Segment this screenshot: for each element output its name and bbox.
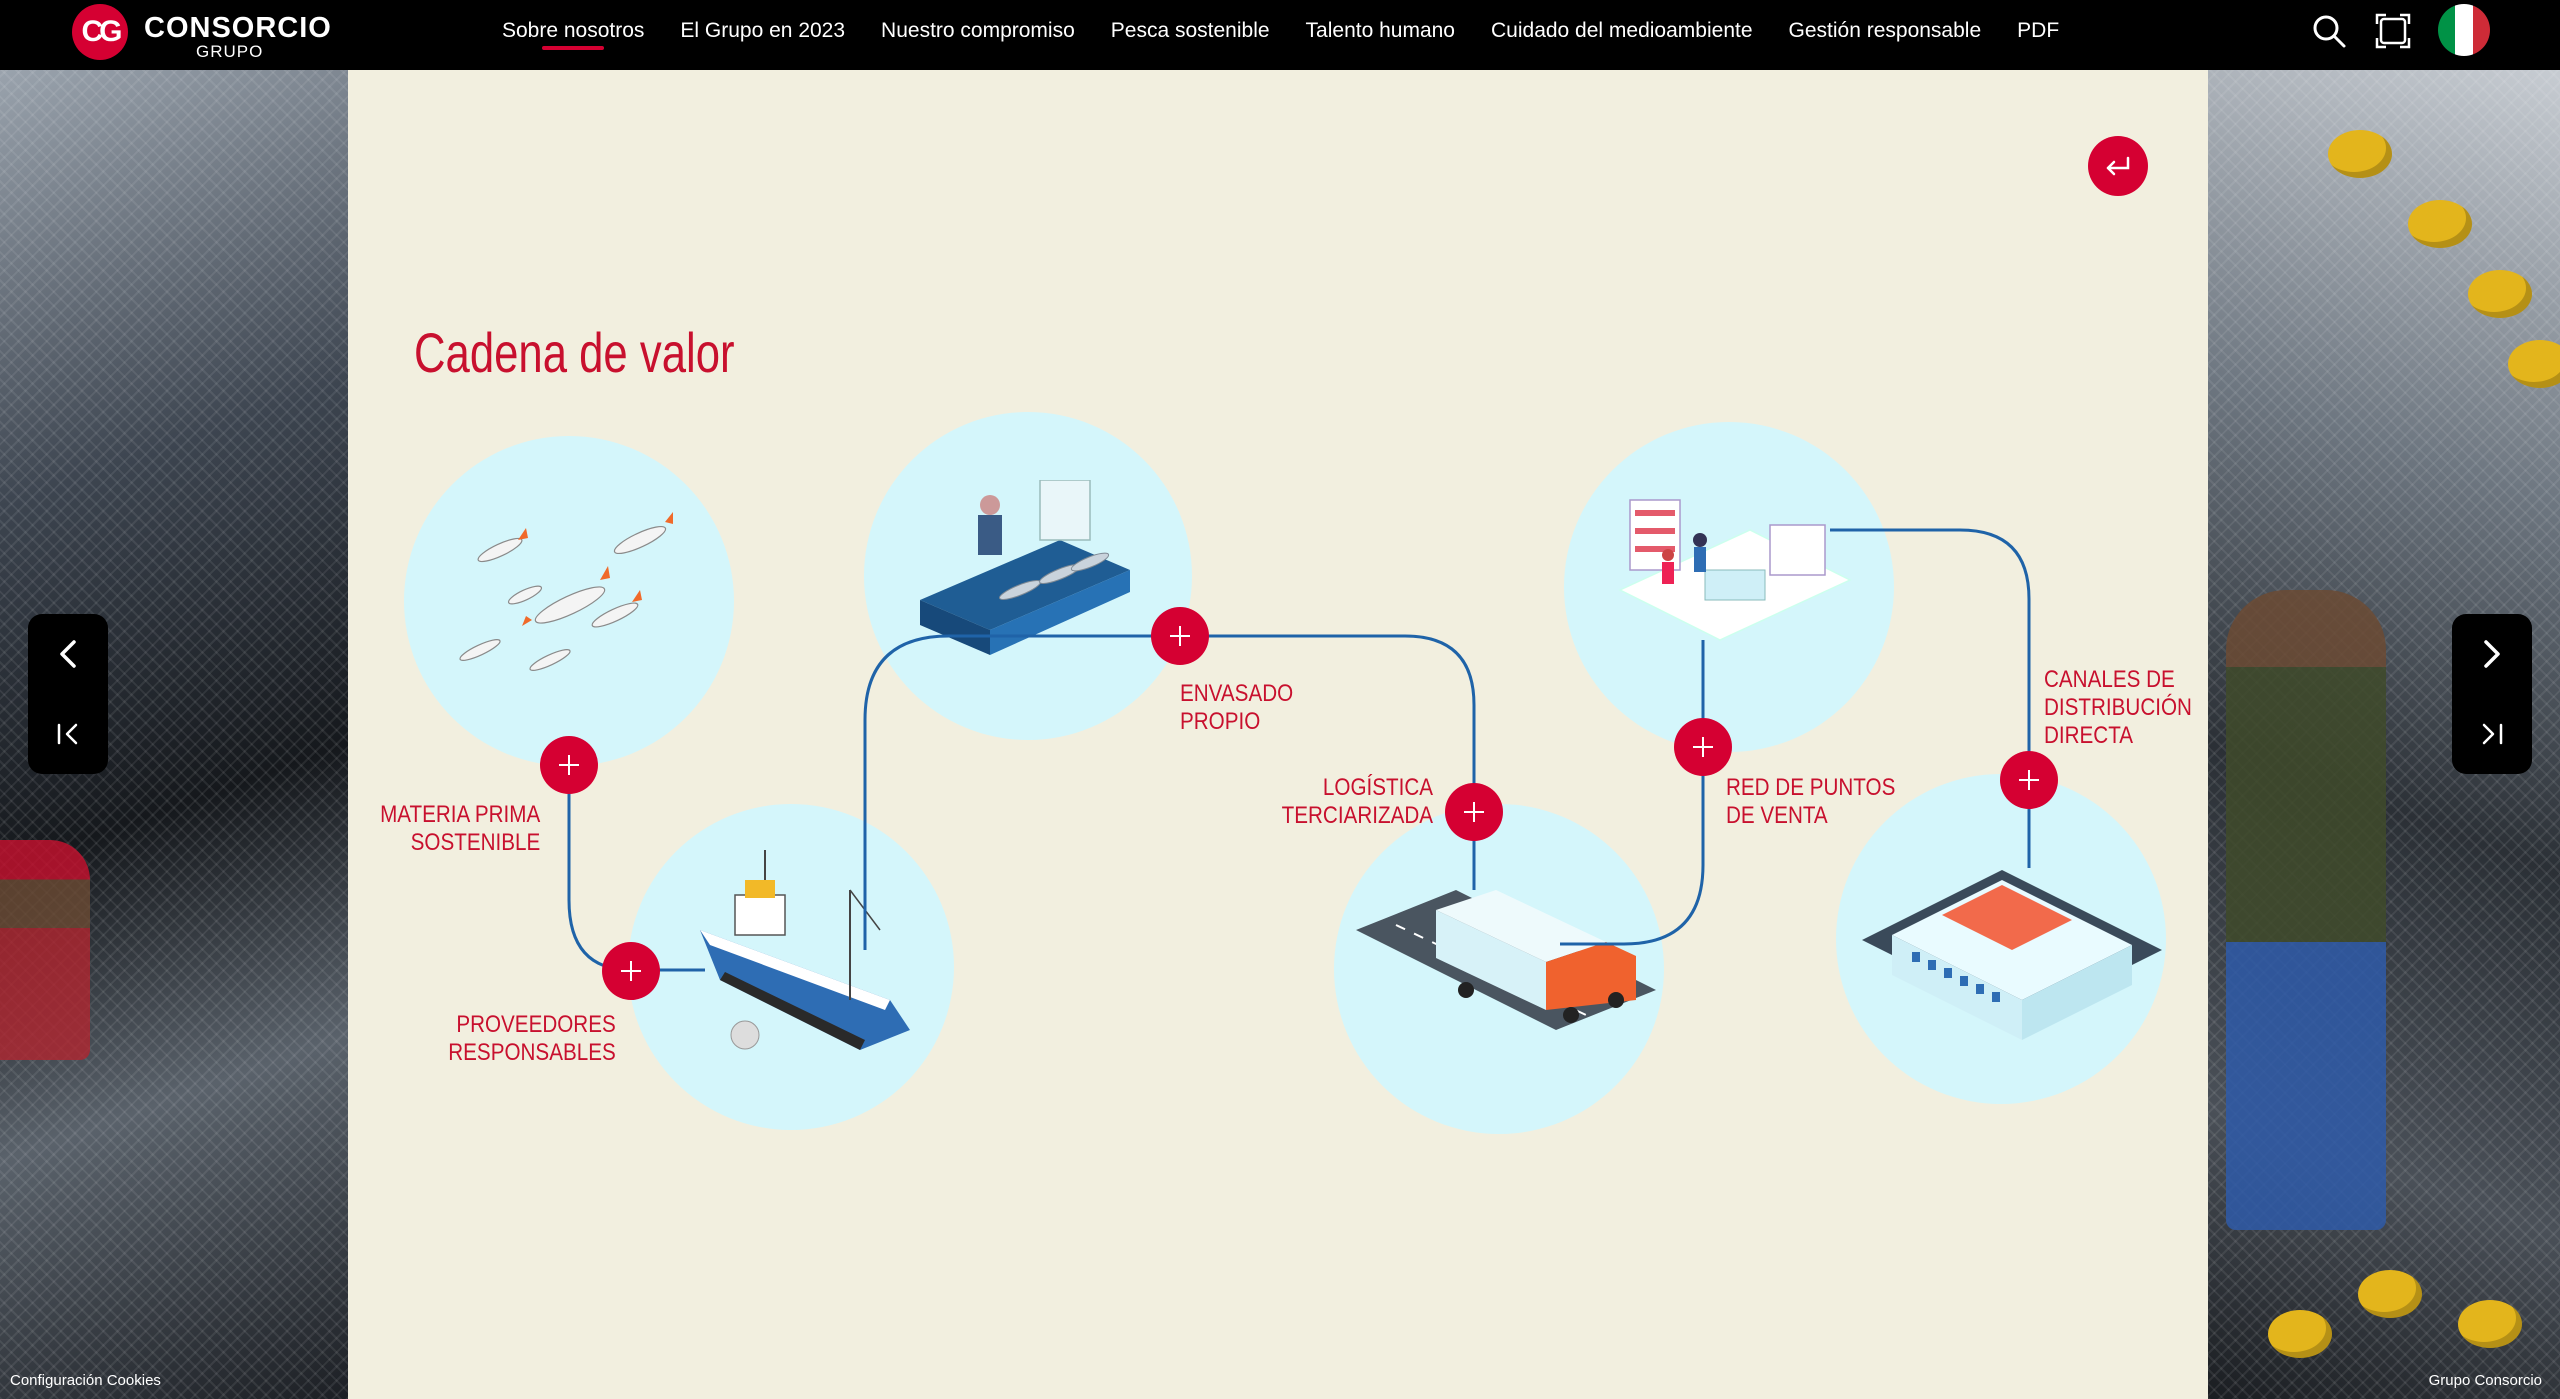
left-nav-controls bbox=[28, 614, 108, 774]
nav-gestion-responsable[interactable]: Gestión responsable bbox=[1788, 19, 1982, 42]
next-page-button[interactable] bbox=[2452, 614, 2532, 694]
search-icon[interactable] bbox=[2308, 10, 2350, 52]
logo-mark: CG bbox=[72, 4, 128, 60]
nav-talento-humano[interactable]: Talento humano bbox=[1305, 19, 1455, 42]
previous-page-button[interactable] bbox=[28, 614, 108, 694]
nav-cuidado-medioambiente[interactable]: Cuidado del medioambiente bbox=[1491, 19, 1753, 42]
retail-store-illustration bbox=[1618, 499, 1852, 641]
skip-to-start-icon bbox=[57, 723, 78, 745]
label-red-puntos: RED DE PUNTOS DE VENTA bbox=[1726, 774, 1895, 830]
label-line: DIRECTA bbox=[2044, 722, 2134, 749]
logo-name: CONSORCIO bbox=[144, 12, 332, 44]
label-line: ENVASADO bbox=[1180, 680, 1294, 707]
top-navigation-bar: CG CONSORCIO GRUPO Sobre nosotros El Gru… bbox=[0, 0, 2560, 70]
plus-button-red-puntos[interactable] bbox=[1674, 718, 1732, 776]
label-line: TERCIARIZADA bbox=[1281, 802, 1433, 829]
label-line: LOGÍSTICA bbox=[1322, 774, 1433, 801]
background-photo-left bbox=[0, 70, 348, 1399]
label-envasado: ENVASADO PROPIO bbox=[1180, 680, 1293, 736]
logo-subtitle: GRUPO bbox=[196, 42, 264, 61]
nav-sobre-nosotros[interactable]: Sobre nosotros bbox=[502, 0, 644, 62]
nav-nuestro-compromiso[interactable]: Nuestro compromiso bbox=[881, 19, 1075, 42]
label-line: CANALES DE bbox=[2044, 666, 2175, 693]
label-line: RED DE PUNTOS bbox=[1726, 774, 1896, 801]
cookie-settings-link[interactable]: Configuración Cookies bbox=[10, 1372, 161, 1389]
label-canales: CANALES DE DISTRIBUCIÓN DIRECTA bbox=[2044, 666, 2192, 750]
fish-processing-illustration bbox=[920, 480, 1130, 655]
label-line: PROPIO bbox=[1180, 708, 1261, 735]
skip-to-end-icon bbox=[2482, 723, 2503, 745]
grupo-consorcio-logo[interactable]: CG CONSORCIO GRUPO bbox=[72, 4, 332, 62]
first-page-button[interactable] bbox=[28, 694, 108, 774]
plus-button-proveedores[interactable] bbox=[602, 942, 660, 1000]
label-line: DE VENTA bbox=[1726, 802, 1828, 829]
label-line: RESPONSABLES bbox=[448, 1039, 616, 1066]
nav-pdf[interactable]: PDF bbox=[2017, 19, 2060, 42]
truck-logistics-illustration bbox=[1356, 890, 1656, 1030]
italy-flag-icon[interactable] bbox=[2438, 4, 2490, 56]
label-proveedores: PROVEEDORES RESPONSABLES bbox=[449, 1011, 616, 1067]
footer-brand: Grupo Consorcio bbox=[2428, 1372, 2542, 1389]
fullscreen-icon[interactable] bbox=[2372, 10, 2414, 52]
fisherman-figure-left bbox=[0, 840, 90, 1060]
back-button[interactable] bbox=[2088, 136, 2148, 196]
plus-button-envasado[interactable] bbox=[1151, 607, 1209, 665]
fisherman-figure-right bbox=[2226, 590, 2386, 1230]
last-page-button[interactable] bbox=[2452, 694, 2532, 774]
chevron-right-icon bbox=[2484, 640, 2500, 668]
label-line: MATERIA PRIMA bbox=[379, 801, 540, 828]
page-title: Cadena de valor bbox=[414, 321, 735, 384]
plus-button-canales[interactable] bbox=[2000, 751, 2058, 809]
nav-el-grupo-2023[interactable]: El Grupo en 2023 bbox=[680, 19, 846, 42]
fishing-boat-illustration bbox=[700, 850, 910, 1050]
right-nav-controls bbox=[2452, 614, 2532, 774]
label-line: DISTRIBUCIÓN bbox=[2044, 694, 2192, 721]
fish-school-illustration bbox=[459, 512, 673, 671]
main-nav: Sobre nosotros El Grupo en 2023 Nuestro … bbox=[484, 0, 2077, 62]
distribution-building-illustration bbox=[1862, 870, 2162, 1040]
label-line: SOSTENIBLE bbox=[410, 829, 540, 856]
plus-button-materia-prima[interactable] bbox=[540, 736, 598, 794]
chevron-left-icon bbox=[60, 640, 76, 668]
plus-button-logistica[interactable] bbox=[1445, 783, 1503, 841]
label-logistica: LOGÍSTICA TERCIARIZADA bbox=[1282, 774, 1433, 830]
label-materia-prima: MATERIA PRIMA SOSTENIBLE bbox=[380, 801, 540, 857]
return-arrow-icon bbox=[2106, 156, 2130, 176]
label-line: PROVEEDORES bbox=[456, 1011, 616, 1038]
nav-pesca-sostenible[interactable]: Pesca sostenible bbox=[1110, 19, 1270, 42]
